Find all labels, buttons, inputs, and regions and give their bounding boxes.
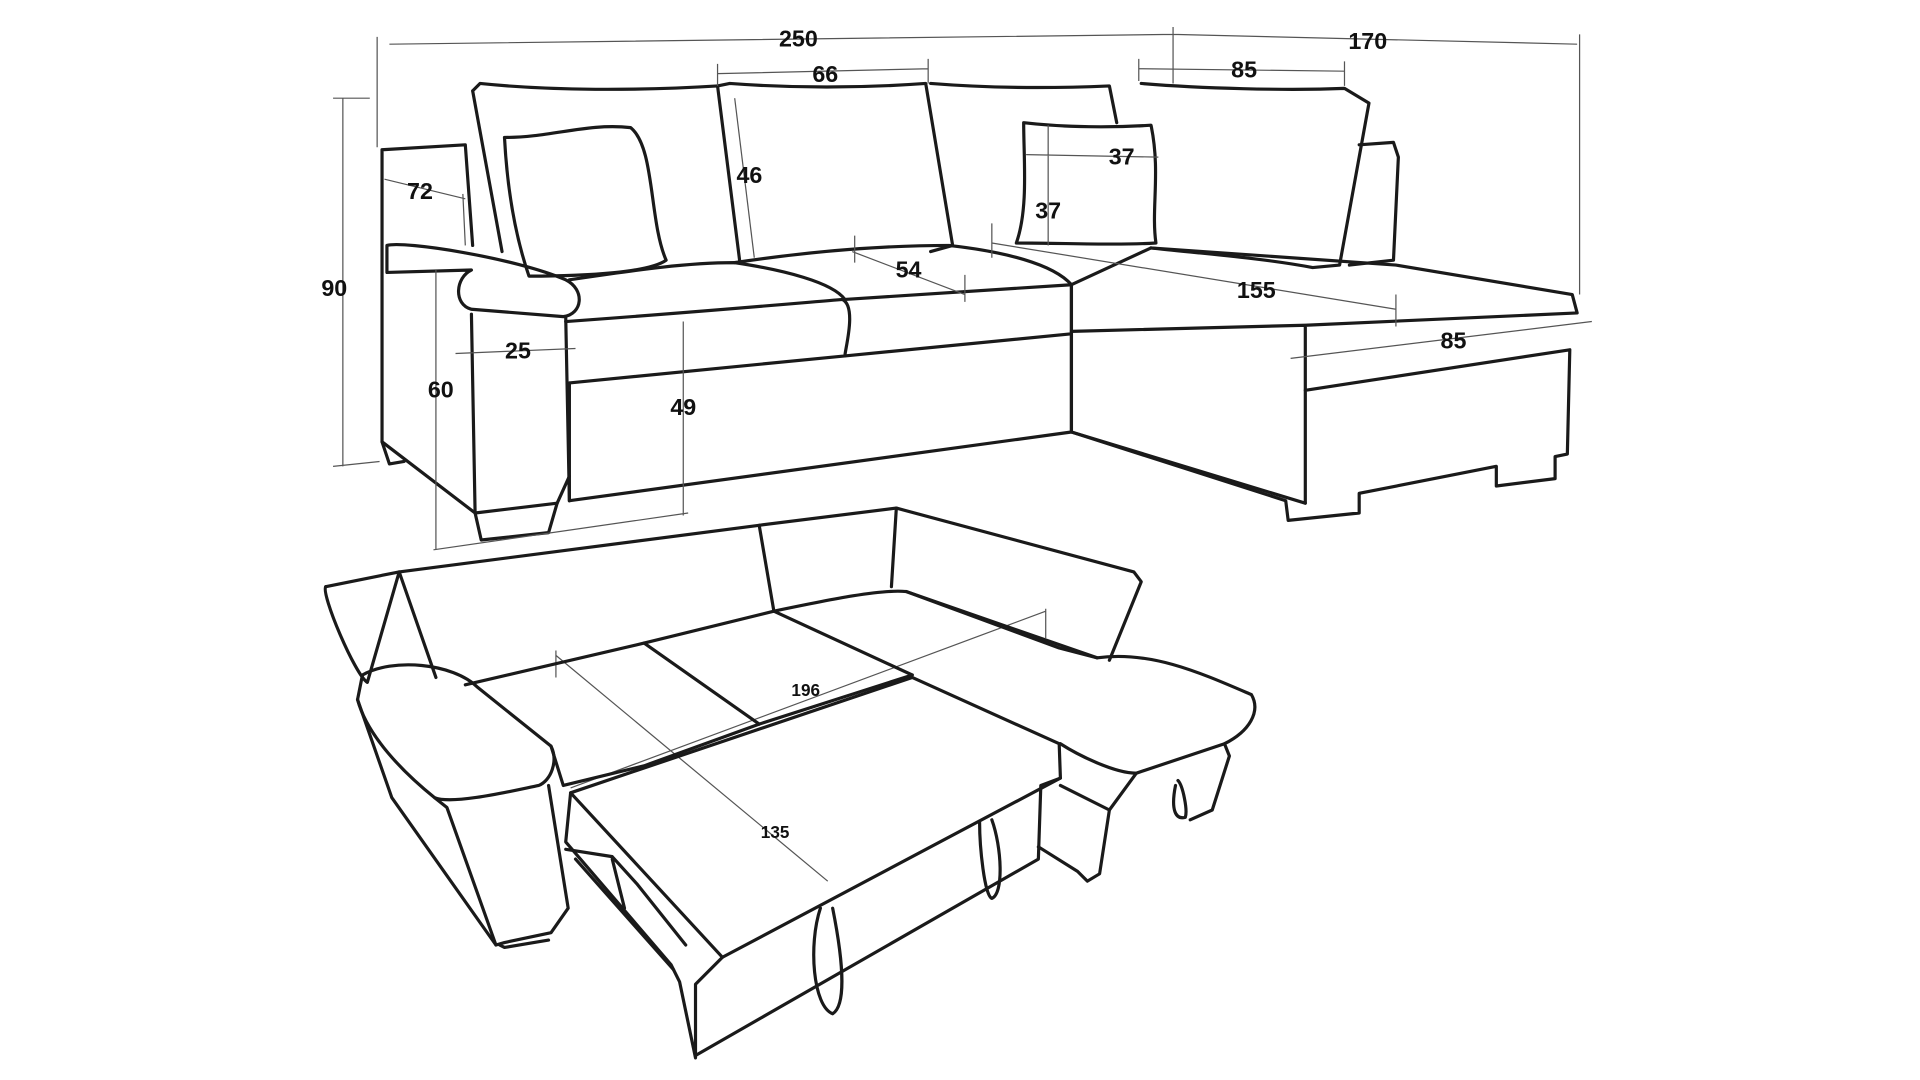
label-corner-width: 170 (1348, 28, 1387, 54)
label-arm-width: 25 (505, 337, 531, 363)
label-total-height: 90 (321, 275, 347, 301)
label-back-cushion-height: 46 (736, 162, 762, 188)
label-seat-height: 49 (670, 394, 696, 420)
label-bed-width: 196 (791, 680, 820, 700)
label-arm-height: 72 (407, 178, 433, 204)
sofa-bed-drawing (323, 506, 1257, 1060)
label-pillow-width: 37 (1109, 143, 1135, 169)
dimension-lines (332, 27, 1592, 882)
dimension-labels: 250 170 66 85 46 37 37 72 54 155 90 85 2… (321, 26, 1466, 843)
label-corner-cushion-width: 85 (1231, 56, 1257, 82)
label-chaise-length: 155 (1237, 277, 1276, 303)
label-arm-front-height: 60 (428, 377, 454, 403)
label-total-width: 250 (779, 26, 818, 52)
label-seat-depth: 54 (896, 256, 922, 282)
label-pillow-height: 37 (1035, 197, 1061, 223)
label-back-cushion-width: 66 (812, 61, 838, 87)
sofa-assembled-drawing (380, 81, 1579, 542)
label-bed-length: 135 (761, 822, 790, 842)
label-chaise-depth: 85 (1441, 328, 1467, 354)
